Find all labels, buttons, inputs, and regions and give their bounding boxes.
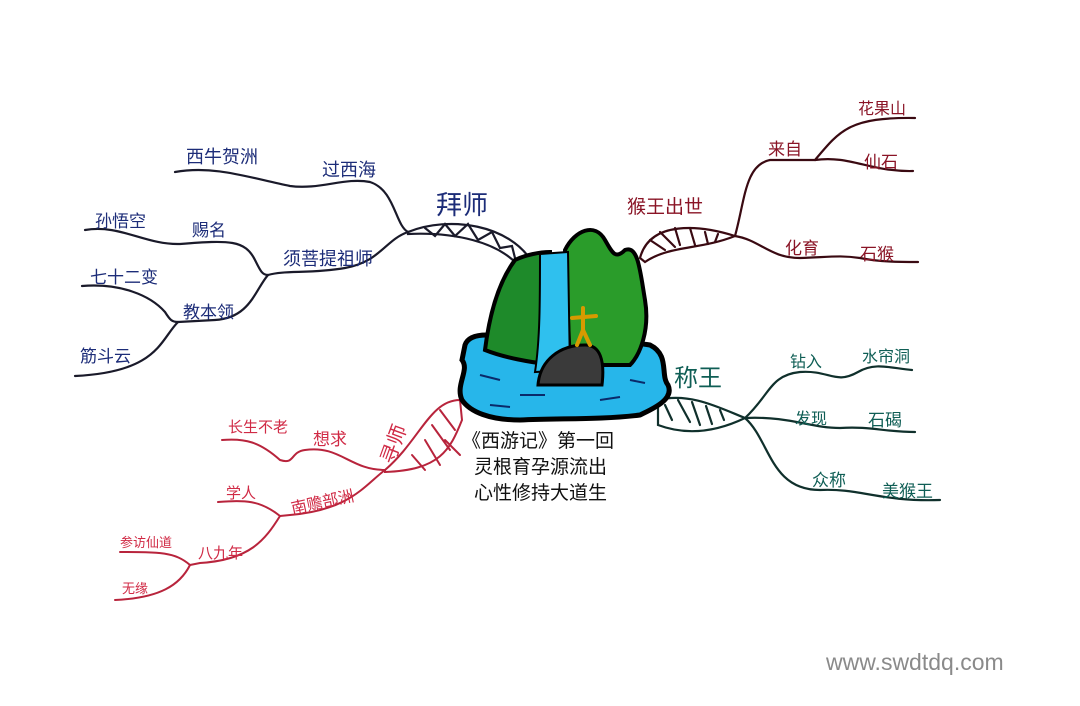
node-faxian: 发现 — [795, 409, 827, 428]
branch-line — [266, 230, 410, 277]
node-jiaobenling: 教本领 — [183, 303, 234, 323]
branch-line — [743, 365, 914, 420]
watermark: www.swdtdq.com — [825, 649, 1004, 675]
branch-label-baishi: 拜师 — [436, 191, 488, 221]
rock — [536, 343, 605, 387]
center-title-line-2: 灵根育孕源流出 — [474, 456, 607, 478]
node-shijie: 石碣 — [868, 411, 902, 431]
center-title-line-1: 《西游记》第一回 — [462, 430, 614, 452]
water-ripples — [479, 374, 646, 408]
node-huayu: 化育 — [785, 239, 819, 259]
node-qishierbian: 七十二变 — [90, 268, 158, 288]
center-illustration — [457, 228, 672, 423]
branch-line — [813, 158, 915, 173]
node-laizi: 来自 — [768, 140, 802, 160]
branch-line — [73, 320, 180, 378]
node-jindouyun: 筋斗云 — [80, 347, 131, 367]
node-ciming: 赐名 — [192, 221, 226, 241]
branch-line — [80, 284, 180, 324]
branch-line — [217, 500, 281, 517]
branch-line — [114, 564, 191, 601]
branch-line — [83, 227, 270, 277]
main-branch-shape — [384, 398, 464, 474]
branch-line — [743, 416, 917, 434]
branch-line — [733, 116, 917, 238]
branch-label-chengwang: 称王 — [674, 364, 722, 392]
node-xueren: 学人 — [226, 484, 256, 502]
branch-houwang: 猴王出世 来自 花果山 仙石 化育 石猴 — [627, 99, 920, 265]
node-xianshi: 仙石 — [864, 153, 898, 173]
node-huaguoshan: 花果山 — [858, 99, 906, 118]
node-sunwukong: 孙悟空 — [95, 212, 146, 232]
node-zuanru: 钻入 — [790, 352, 822, 371]
node-zhongcheng: 众称 — [812, 471, 846, 491]
node-bajiunian: 八九年 — [198, 544, 243, 562]
branch-label-xunshi: 寻师 — [375, 421, 411, 467]
monkey-figure — [570, 306, 598, 347]
node-shihou: 石猴 — [860, 245, 894, 265]
node-xiniuhezhou: 西牛贺洲 — [186, 147, 258, 168]
branch-xunshi: 寻师 想求 长生不老 南赡部洲 学人 八九年 参访仙道 无缘 — [114, 398, 464, 601]
center-title-line-3: 心性修持大道生 — [474, 482, 607, 504]
mountain-left — [482, 249, 555, 368]
branch-baishi: 拜师 过西海 西牛贺洲 须菩提祖师 赐名 孙悟空 教本领 七十二变 筋斗云 — [73, 147, 534, 378]
node-xuputi: 须菩提祖师 — [283, 249, 373, 270]
branch-line — [176, 273, 270, 324]
node-xiangqiu: 想求 — [313, 430, 347, 450]
branch-hatching — [411, 409, 461, 471]
node-shuiliandong: 水帘洞 — [862, 347, 910, 366]
branch-line — [279, 469, 386, 517]
branch-line — [173, 168, 410, 234]
node-nanshanbuzhou: 南赡部洲 — [289, 486, 356, 518]
node-canfangxiandao: 参访仙道 — [120, 535, 172, 551]
branch-line — [189, 515, 281, 566]
main-branch-shape — [656, 396, 748, 433]
branch-line — [743, 416, 942, 502]
node-guoxihai: 过西海 — [322, 160, 376, 181]
branch-hatching — [648, 226, 720, 252]
branch-line — [119, 551, 191, 566]
branch-hatching — [423, 222, 517, 260]
node-meihouwang: 美猴王 — [882, 482, 933, 502]
branch-line — [733, 234, 920, 264]
main-branch-shape — [638, 226, 739, 264]
branch-chengwang: 称王 钻入 水帘洞 发现 石碣 众称 美猴王 — [656, 347, 942, 502]
branch-line — [221, 438, 386, 471]
node-wuyuan: 无缘 — [122, 582, 148, 597]
branch-label-houwangchushi: 猴王出世 — [627, 196, 703, 218]
node-changshengbulao: 长生不老 — [228, 418, 288, 436]
branch-hatching — [663, 398, 726, 427]
